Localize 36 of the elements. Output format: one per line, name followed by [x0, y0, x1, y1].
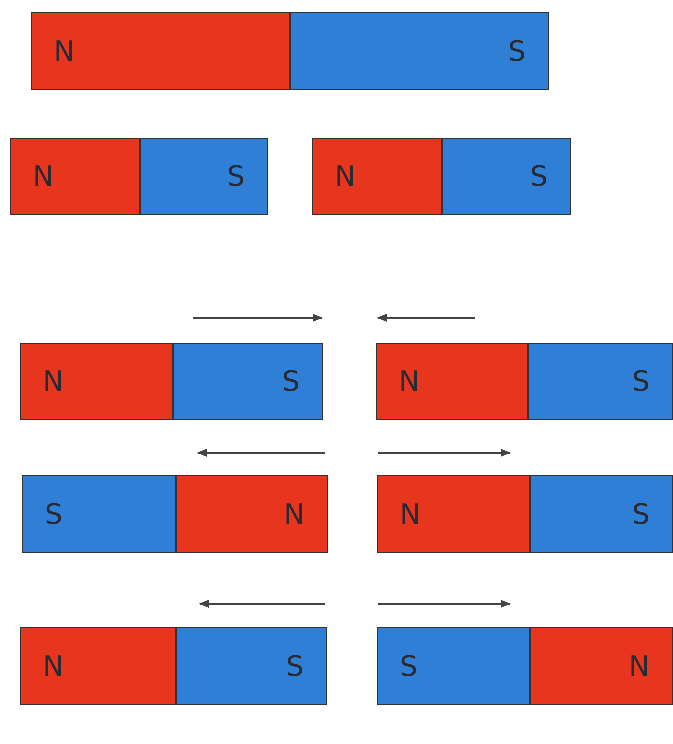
- pole-letter: S: [285, 650, 305, 682]
- pole-letter: S: [631, 498, 651, 530]
- magnet-pole: [290, 12, 549, 90]
- magnet-pole: [377, 475, 530, 553]
- pole-letter: S: [529, 160, 549, 193]
- pole-letter: N: [42, 365, 65, 398]
- pole-letter: N: [398, 365, 421, 398]
- pole-letter: N: [399, 498, 422, 530]
- pole-letter: N: [283, 498, 306, 530]
- pole-letter: S: [226, 160, 246, 193]
- pole-letter: N: [53, 34, 76, 68]
- magnet-pole: [376, 343, 528, 420]
- magnet-pole: [176, 475, 328, 553]
- magnet-pole: [31, 12, 290, 90]
- magnet-pole: [530, 627, 673, 705]
- magnet-pole: [22, 475, 176, 553]
- pole-letter: N: [42, 650, 65, 682]
- magnet-pole: [20, 627, 176, 705]
- magnet-pole: [173, 343, 323, 420]
- pole-letter: S: [399, 650, 419, 682]
- pole-letter: S: [631, 365, 651, 398]
- pole-letter: N: [628, 650, 651, 682]
- magnet-pole: [530, 475, 673, 553]
- magnet-pole: [20, 343, 173, 420]
- magnet-pole: [176, 627, 327, 705]
- magnet-pole: [140, 138, 268, 215]
- pole-letter: N: [334, 160, 357, 193]
- magnet-pole: [10, 138, 140, 215]
- pole-letter: S: [281, 365, 301, 398]
- magnet-pole: [528, 343, 673, 420]
- magnet-pole: [377, 627, 530, 705]
- pole-letter: S: [44, 498, 64, 530]
- magnet-pole: [442, 138, 571, 215]
- pole-letter: N: [32, 160, 55, 193]
- pole-letter: S: [507, 34, 527, 68]
- magnet-pole: [312, 138, 442, 215]
